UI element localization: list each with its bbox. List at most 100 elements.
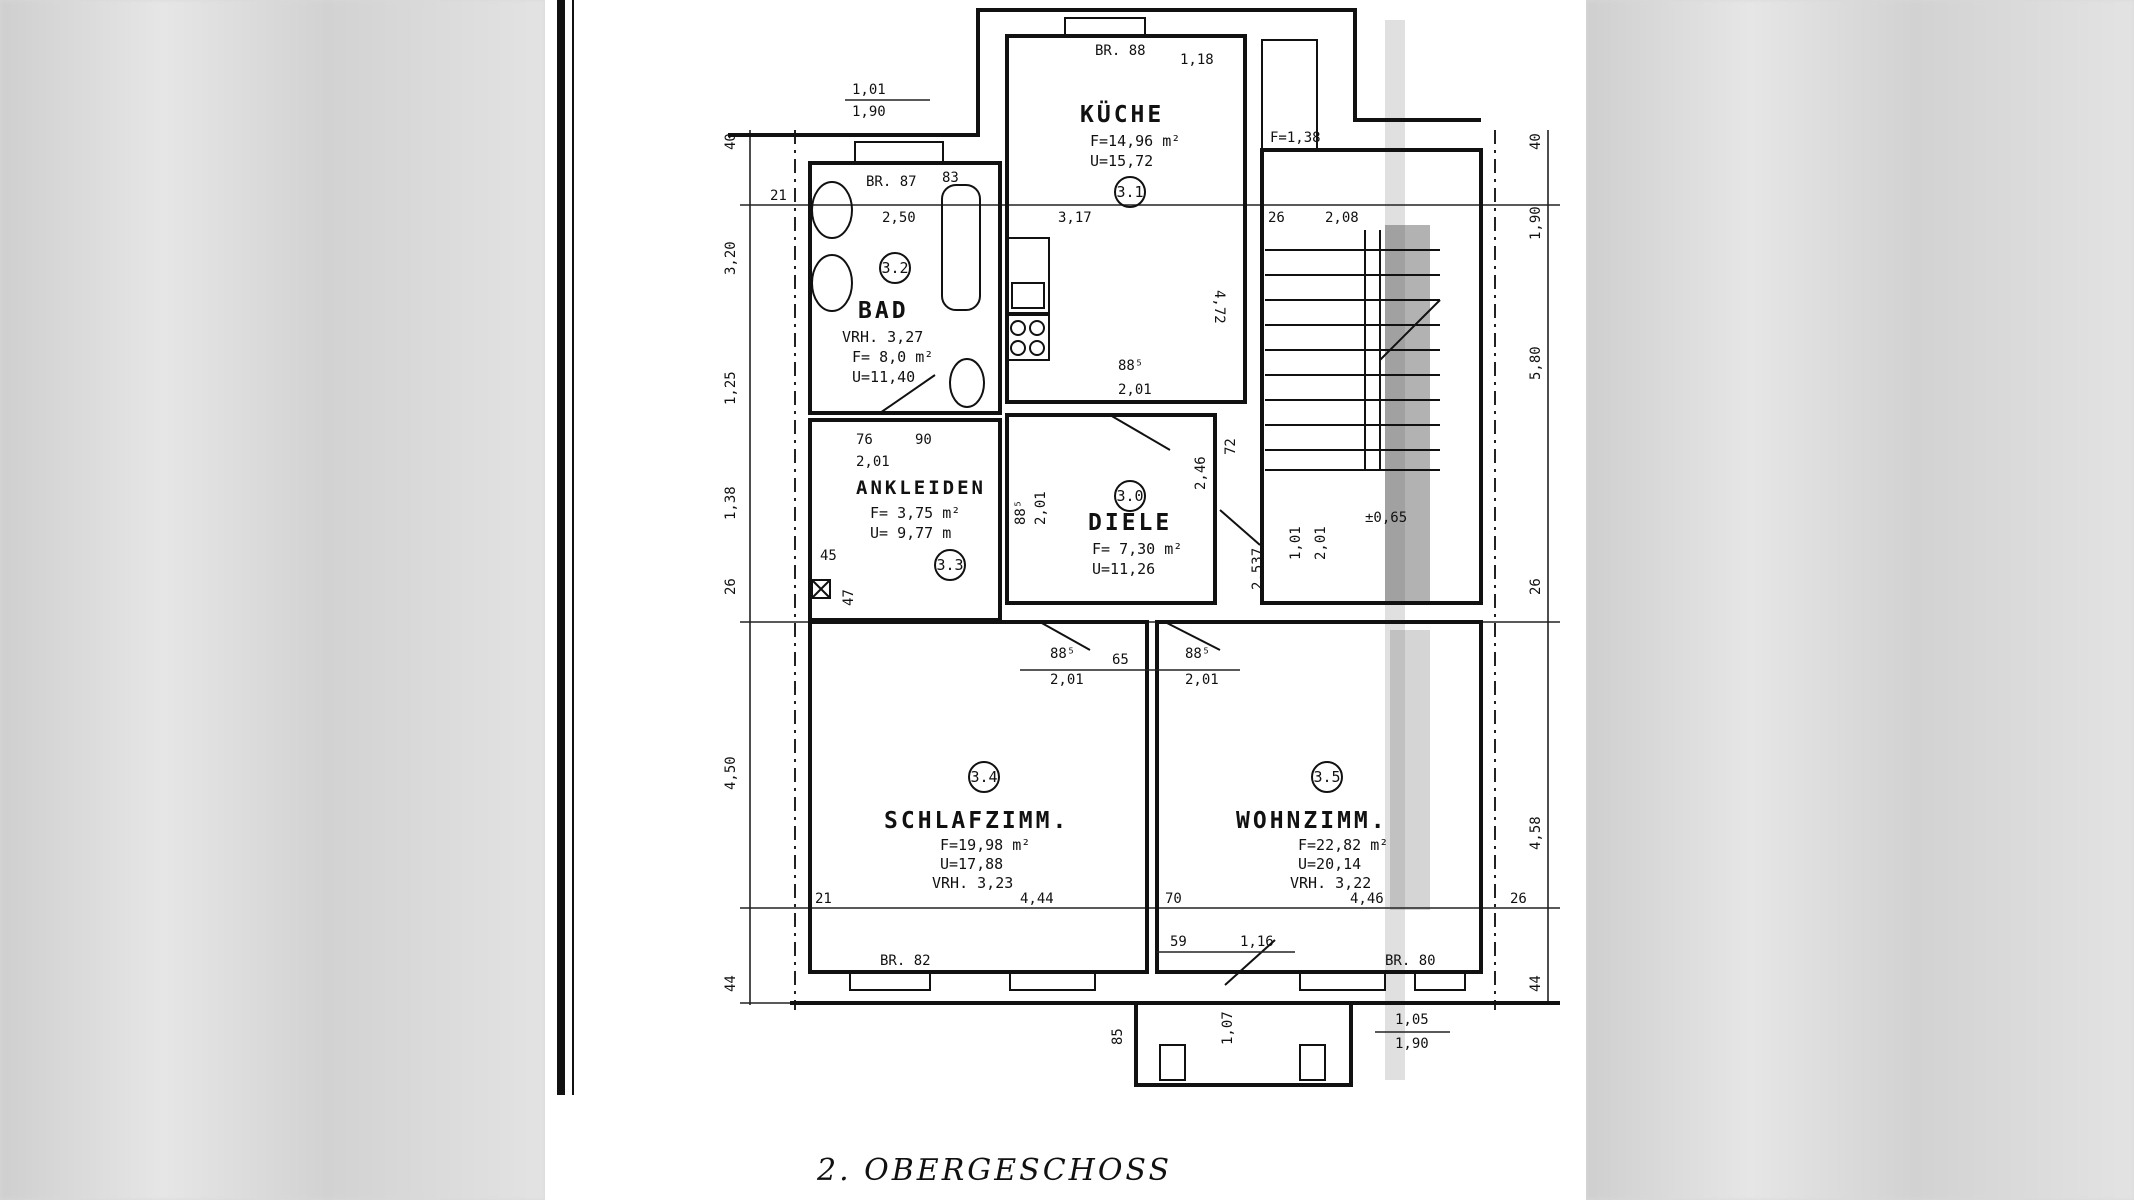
room-number: 3.1: [1116, 183, 1143, 201]
dimension-label: 1,01: [852, 82, 886, 98]
dimension-label: 4,72: [1211, 290, 1227, 324]
dimension-label: 4,50: [723, 756, 739, 790]
dimension-label: 2,01: [856, 454, 890, 470]
dimension-label: 90: [915, 432, 932, 448]
dimension-label: 88⁵: [1118, 358, 1143, 374]
dimension-label: 65: [1112, 652, 1129, 668]
floor-title: 2. OBERGESCHOSS: [816, 1153, 1172, 1188]
dimension-label: 3,20: [723, 241, 739, 275]
dimension-label: 4,58: [1528, 816, 1544, 850]
room-perimeter: U=11,40: [852, 368, 915, 386]
balcony: [1134, 1001, 1353, 1087]
dimension-label: 47: [841, 589, 857, 606]
dimension-label: 44: [723, 975, 739, 992]
shaft: [811, 579, 831, 599]
room-area: F=22,82 m²: [1298, 836, 1388, 854]
dimension-label: 2,537: [1250, 548, 1266, 590]
dimension-label: 3,17: [1058, 210, 1092, 226]
room-area: F=14,96 m²: [1090, 132, 1180, 150]
dimension-label: 83: [942, 170, 959, 186]
room-perimeter: U= 9,77 m: [870, 524, 951, 542]
dimension-label: ±0,65: [1365, 510, 1407, 526]
door-swings: [879, 374, 1276, 986]
plan-paper: [545, 0, 1586, 1200]
dimension-label: 26: [1528, 578, 1544, 595]
dimension-label: 40: [723, 133, 739, 150]
room-name-wohnzimmer: WOHNZIMM.: [1236, 808, 1388, 834]
dimension-label: 5,80: [1528, 346, 1544, 380]
staircase: [1265, 230, 1441, 471]
room-labels: DIELE F= 7,30 m² U=11,26 KÜCHE F=14,96 m…: [842, 100, 1388, 892]
dimension-label: 26: [1510, 891, 1527, 907]
dimension-label: 2,01: [1050, 672, 1084, 688]
room-height: VRH. 3,22: [1290, 874, 1371, 892]
room-name-bad: BAD: [858, 298, 909, 324]
dimension-label: BR. 82: [880, 953, 931, 969]
dimension-label: 1,38: [723, 486, 739, 520]
dimension-label: 1,90: [1395, 1036, 1429, 1052]
stair-area: [1260, 148, 1483, 605]
dimension-label: 1,90: [1528, 206, 1544, 240]
dimension-label: 2,01: [1033, 491, 1049, 525]
dimension-labels: 1,01 1,90 BR. 88 1,18 F=1,38 BR. 87 83 2…: [723, 43, 1544, 1052]
dimension-label: 21: [770, 188, 787, 204]
dimension-label: 1,90: [852, 104, 886, 120]
room-number: 3.0: [1116, 487, 1143, 505]
blurred-background-left: [0, 0, 545, 1200]
room-name-ankleiden: ANKLEIDEN: [856, 477, 986, 499]
dimension-label: 44: [1528, 975, 1544, 992]
room-perimeter: U=11,26: [1092, 560, 1155, 578]
room-height: VRH. 3,23: [932, 874, 1013, 892]
dimension-label: 70: [1165, 891, 1182, 907]
room-perimeter: U=20,14: [1298, 855, 1361, 873]
binder-edge: [557, 0, 565, 1095]
room-name-schlafzimmer: SCHLAFZIMM.: [884, 808, 1069, 834]
dimension-label: 2,01: [1185, 672, 1219, 688]
room-kueche: [1005, 34, 1247, 404]
dimension-label: BR. 80: [1385, 953, 1436, 969]
blurred-background-right: [1586, 0, 2134, 1200]
kitchen-fixtures: [1006, 237, 1050, 361]
dimension-label: 4,44: [1020, 891, 1054, 907]
dimension-label: 2,01: [1313, 526, 1329, 560]
room-number: 3.3: [936, 556, 963, 574]
room-perimeter: U=15,72: [1090, 152, 1153, 170]
dimension-label: 1,05: [1395, 1012, 1429, 1028]
room-schlafzimmer: [808, 620, 1149, 974]
dimension-label: 72: [1223, 438, 1239, 455]
dimension-label: 2,50: [882, 210, 916, 226]
room-height: VRH. 3,27: [842, 328, 923, 346]
dimension-label: 45: [820, 548, 837, 564]
dimension-label: 2,46: [1193, 456, 1209, 490]
dimension-label: 88⁵: [1013, 500, 1029, 525]
dimension-label: BR. 88: [1095, 43, 1146, 59]
room-area: F= 3,75 m²: [870, 504, 960, 522]
dimension-label: 76: [856, 432, 873, 448]
room-number: 3.4: [970, 768, 997, 786]
room-number: 3.5: [1313, 768, 1340, 786]
room-name-diele: DIELE: [1088, 510, 1172, 536]
dimension-label: 26: [723, 578, 739, 595]
dimension-label: 4,46: [1350, 891, 1384, 907]
dimension-label: 2,01: [1118, 382, 1152, 398]
walls: [728, 8, 1560, 1087]
dimension-label: 1,01: [1288, 526, 1304, 560]
room-area: F= 8,0 m²: [852, 348, 933, 366]
dimension-label: 1,18: [1180, 52, 1214, 68]
dimension-label: 1,07: [1220, 1011, 1236, 1045]
room-numbers: 3.0 3.1 3.2 3.3 3.4 3.5: [879, 176, 1343, 793]
dimension-label: 21: [815, 891, 832, 907]
bathroom-fixtures: [811, 181, 985, 408]
dimension-label: 88⁵: [1185, 646, 1210, 662]
dimension-label: 1,16: [1240, 934, 1274, 950]
dimension-label: 2,08: [1325, 210, 1359, 226]
room-area: F= 7,30 m²: [1092, 540, 1182, 558]
room-number: 3.2: [881, 259, 908, 277]
dimension-label: 88⁵: [1050, 646, 1075, 662]
stair-shading: [1385, 20, 1430, 1080]
room-perimeter: U=17,88: [940, 855, 1003, 873]
dimension-label: 85: [1110, 1028, 1126, 1045]
dimension-label: 40: [1528, 133, 1544, 150]
room-name-kueche: KÜCHE: [1080, 100, 1164, 128]
